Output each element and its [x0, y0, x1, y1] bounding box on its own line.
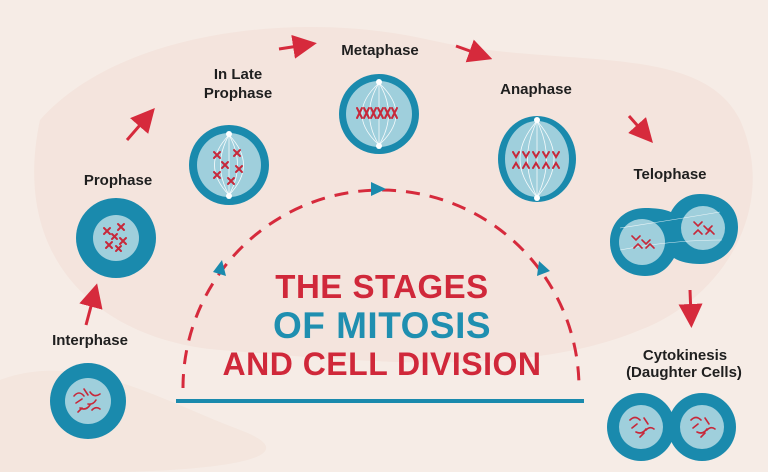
- metaphase-cell: [339, 74, 419, 154]
- interphase-cell: [50, 363, 126, 439]
- background-blob: [0, 370, 267, 472]
- arc-arrow-left: [213, 260, 226, 276]
- late-prophase-cell: [189, 125, 269, 205]
- prophase-cell: [76, 198, 156, 278]
- telophase-cell: [610, 194, 738, 276]
- label-metaphase: Metaphase: [341, 42, 419, 59]
- arrow-metaphase-to-anaphase: [455, 39, 493, 63]
- daughter-cell-left: [607, 393, 675, 461]
- label-telophase: Telophase: [633, 166, 707, 183]
- label-anaphase: Anaphase: [500, 81, 572, 98]
- label-cytokinesis-line2: (Daughter Cells): [626, 364, 742, 381]
- arrow-prophase-to-lateprophase: [125, 107, 155, 141]
- arrow-telophase-to-cytokinesis: [678, 289, 703, 328]
- daughter-cell-right: [668, 393, 736, 461]
- label-late-prophase-line2: Prophase: [203, 85, 273, 102]
- title-line-1: THE STAGES: [275, 268, 489, 305]
- anaphase-cell: [498, 116, 576, 202]
- title-line-3: AND CELL DIVISION: [222, 346, 542, 382]
- arc-arrow-right: [537, 261, 550, 276]
- background-blob: [34, 26, 753, 363]
- label-interphase: Interphase: [52, 332, 128, 349]
- title-line-2: OF MITOSIS: [272, 305, 492, 346]
- arc-arrow-top: [371, 182, 386, 196]
- arrow-anaphase-to-telophase: [627, 115, 653, 143]
- arrow-interphase-to-prophase: [79, 283, 103, 326]
- label-prophase: Prophase: [83, 172, 153, 189]
- arrow-lateprophase-to-metaphase: [278, 34, 317, 59]
- label-late-prophase-line1: In Late: [213, 66, 263, 83]
- label-cytokinesis-line1: Cytokinesis: [642, 347, 728, 364]
